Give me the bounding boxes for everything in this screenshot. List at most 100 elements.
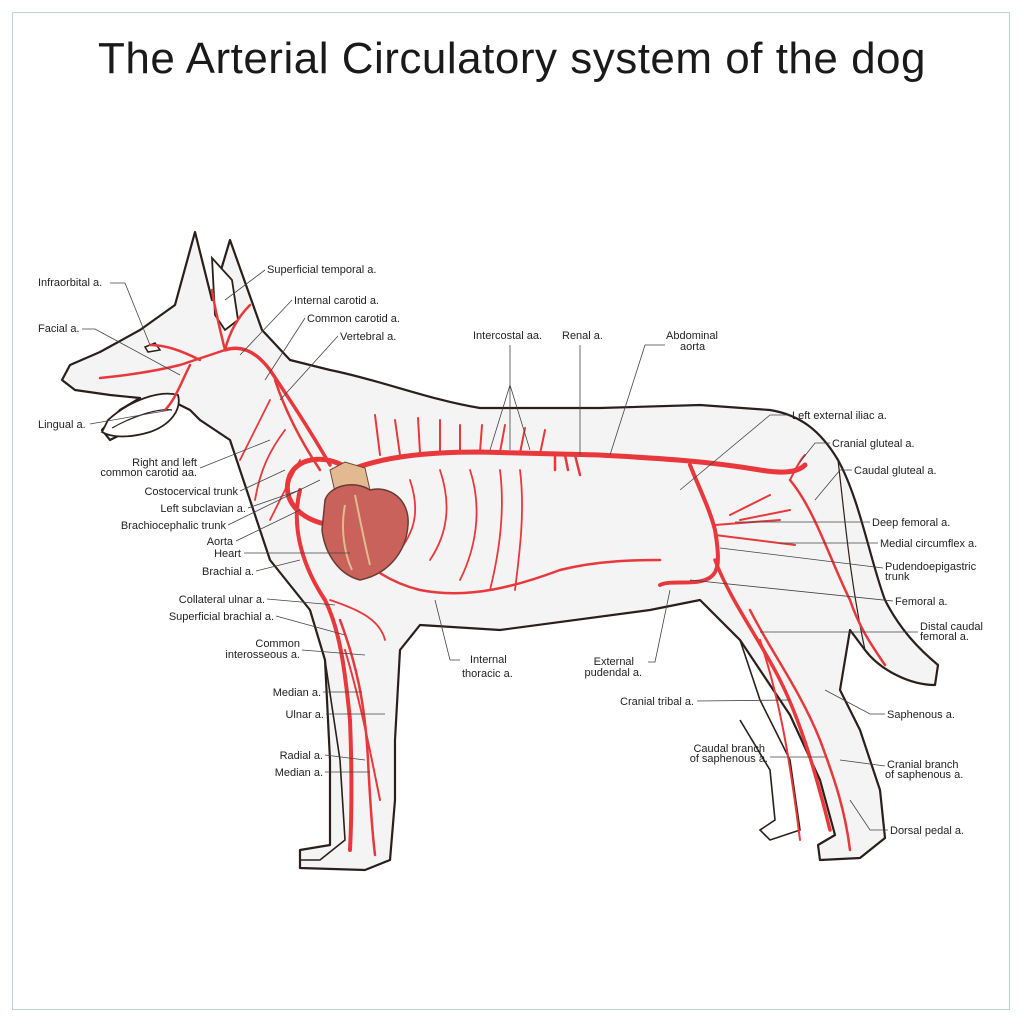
thoracic-branches: [399, 469, 523, 591]
label-deep-femoral: Deep femoral a.: [872, 517, 950, 529]
label-external-pudendal-2: pudendal a.: [585, 667, 643, 679]
label-internal-thoracic-1: Internal: [470, 654, 507, 666]
label-caudal-gluteal: Caudal gluteal a.: [854, 465, 937, 477]
leader-lingual: [89, 409, 171, 425]
label-common-carotid: Common carotid a.: [307, 313, 400, 325]
label-radial: Radial a.: [280, 750, 323, 762]
heart-graphic: [321, 461, 409, 581]
label-lingual: Lingual a.: [38, 419, 86, 431]
label-aorta: Aorta: [207, 536, 234, 548]
label-common-interosseous-1: Common: [255, 638, 300, 650]
leader-aorta: [235, 509, 301, 542]
label-external-pudendal-1: External: [594, 656, 634, 668]
hind-leg-inner-line: [739, 639, 801, 841]
cranial-gluteal-artery: [789, 454, 806, 481]
label-intercostal: Intercostal aa.: [473, 330, 542, 342]
tongue-outline: [111, 409, 173, 429]
cranial-tibial-artery: [759, 639, 801, 841]
label-cranial-gluteal: Cranial gluteal a.: [832, 438, 915, 450]
leader-vertebral: [279, 335, 339, 401]
label-facial: Facial a.: [38, 323, 80, 335]
deep-femoral-artery: [714, 494, 796, 546]
leader-cranial-gluteal: [799, 442, 830, 463]
leader-internal-thoracic: [434, 599, 460, 661]
label-vertebral: Vertebral a.: [340, 331, 396, 343]
label-brachial: Brachial a.: [202, 566, 254, 578]
label-pudendoepigastric-1: Pudendoepigastric: [885, 561, 977, 573]
leader-facial: [82, 328, 181, 376]
dog-body-outline: [60, 230, 940, 872]
label-internal-thoracic-2: thoracic a.: [462, 668, 513, 680]
heart-vein-lines: [342, 494, 371, 571]
label-dorsal-pedal: Dorsal pedal a.: [890, 825, 964, 837]
label-superficial-temporal: Superficial temporal a.: [267, 264, 376, 276]
caudal-gluteal-artery: [788, 478, 887, 667]
leader-pudendoepigastric: [719, 547, 884, 569]
labels: Infraorbital a. Facial a. Lingual a. Rig…: [38, 264, 983, 837]
label-heart: Heart: [214, 548, 241, 560]
leader-saphenous: [824, 689, 885, 715]
common-carotid-artery: [223, 346, 332, 467]
leader-superficial-temporal: [224, 269, 266, 301]
label-renal: Renal a.: [562, 330, 603, 342]
leader-internal-carotid: [239, 299, 293, 356]
label-cranial-branch-saphenous-1: Cranial branch: [887, 759, 959, 771]
leader-brachiocephalic: [227, 479, 321, 526]
label-collateral-ulnar: Collateral ulnar a.: [179, 594, 265, 606]
label-cranial-tibial: Cranial tribal a.: [620, 696, 694, 708]
label-internal-carotid: Internal carotid a.: [294, 295, 379, 307]
label-femoral: Femoral a.: [895, 596, 948, 608]
leader-lines: [82, 269, 918, 831]
label-infraorbital: Infraorbital a.: [38, 277, 102, 289]
renal-artery: [553, 453, 582, 477]
intercostal-arteries: [374, 414, 546, 456]
fore-leg-inner-line: [300, 659, 346, 861]
label-caudal-branch-saphenous-1: Caudal branch: [693, 743, 765, 755]
leader-dorsal-pedal: [849, 799, 888, 831]
leader-abdominal-aorta: [609, 344, 665, 456]
leader-collateral-ulnar: [266, 598, 336, 606]
label-distal-caudal-femoral-2: femoral a.: [920, 631, 969, 643]
brachial-artery: [294, 488, 354, 852]
leader-intercostal: [489, 345, 531, 451]
leader-right-left-carotid: [199, 439, 271, 469]
label-superficial-brachial: Superficial brachial a.: [169, 611, 274, 623]
label-right-left-carotid-1: Right and left: [132, 457, 197, 469]
leader-caudal-gluteal: [814, 469, 852, 501]
radial-artery: [344, 649, 381, 801]
leader-femoral: [689, 579, 894, 602]
ulnar-artery: [338, 618, 377, 857]
arteries: [98, 288, 887, 857]
leader-common-carotid: [264, 317, 306, 381]
leader-left-subclavian: [247, 489, 301, 509]
head-arteries: [98, 288, 252, 412]
diagram-frame: [12, 12, 1010, 1010]
label-abdominal-aorta-2: aorta: [680, 341, 706, 353]
femoral-artery: [713, 558, 832, 832]
label-brachiocephalic: Brachiocephalic trunk: [121, 520, 227, 532]
label-costocervical: Costocervical trunk: [144, 486, 238, 498]
label-left-external-iliac: Left external iliac a.: [792, 410, 887, 422]
leader-cranial-branch-saphenous: [839, 759, 886, 767]
dog-silhouette: [60, 230, 940, 872]
label-distal-caudal-femoral-1: Distal caudal: [920, 621, 983, 633]
label-cranial-branch-saphenous-2: of saphenous a.: [885, 769, 963, 781]
external-iliac-artery: [658, 463, 720, 587]
label-abdominal-aorta-1: Abdominal: [666, 330, 718, 342]
leader-radial: [324, 754, 366, 761]
leader-external-pudendal: [648, 589, 671, 663]
leader-superficial-brachial: [275, 615, 346, 636]
leader-costocervical: [239, 469, 286, 492]
label-saphenous: Saphenous a.: [887, 709, 955, 721]
leader-brachial: [255, 559, 301, 572]
label-ulnar: Ulnar a.: [285, 709, 324, 721]
neck-branches: [239, 399, 301, 521]
label-median-1: Median a.: [273, 687, 321, 699]
label-medial-circumflex: Medial circumflex a.: [880, 538, 977, 550]
diagram-title: The Arterial Circulatory system of the d…: [98, 34, 926, 83]
leader-common-interosseous: [301, 649, 366, 656]
label-common-interosseous-2: interosseous a.: [225, 649, 300, 661]
leader-left-external-iliac: [679, 414, 790, 491]
vertebral-artery: [273, 378, 322, 472]
